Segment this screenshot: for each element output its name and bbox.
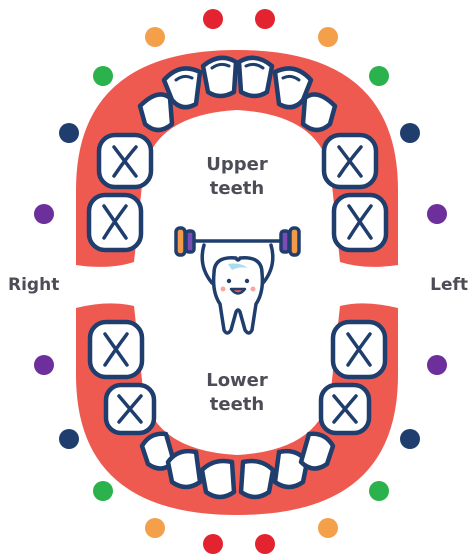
- dot-green: [369, 481, 389, 501]
- dot-red: [203, 9, 223, 29]
- dot-purple: [34, 204, 54, 224]
- lower-right-lateral-incisor: [168, 451, 200, 487]
- lower-left-central-incisor: [241, 461, 273, 497]
- dot-purple: [427, 355, 447, 375]
- dot-orange: [318, 518, 338, 538]
- dot-purple: [427, 204, 447, 224]
- dot-red: [203, 534, 223, 554]
- dot-red: [255, 534, 275, 554]
- upper-teeth-label-line1: Upper: [206, 154, 268, 175]
- dot-orange: [145, 27, 165, 47]
- dot-red: [255, 9, 275, 29]
- lower-right-central-incisor: [202, 461, 234, 497]
- dot-navy: [400, 123, 420, 143]
- lower-left-canine: [301, 434, 333, 469]
- dot-orange: [318, 27, 338, 47]
- upper-right-canine: [140, 94, 172, 130]
- dot-orange: [145, 518, 165, 538]
- dot-navy: [59, 123, 79, 143]
- dot-purple: [34, 355, 54, 375]
- upper-left-canine: [303, 94, 335, 130]
- dot-green: [93, 481, 113, 501]
- tooth-lifting-barbell-icon: [176, 228, 299, 333]
- lower-teeth-label-line2: teeth: [210, 394, 264, 415]
- dot-green: [369, 66, 389, 86]
- dot-navy: [59, 429, 79, 449]
- dot-navy: [400, 429, 420, 449]
- right-side-label: Right: [8, 275, 59, 295]
- left-side-label: Left: [430, 275, 468, 295]
- lower-teeth-label-line1: Lower: [206, 370, 268, 391]
- upper-teeth-label-line2: teeth: [210, 178, 264, 199]
- dot-green: [93, 66, 113, 86]
